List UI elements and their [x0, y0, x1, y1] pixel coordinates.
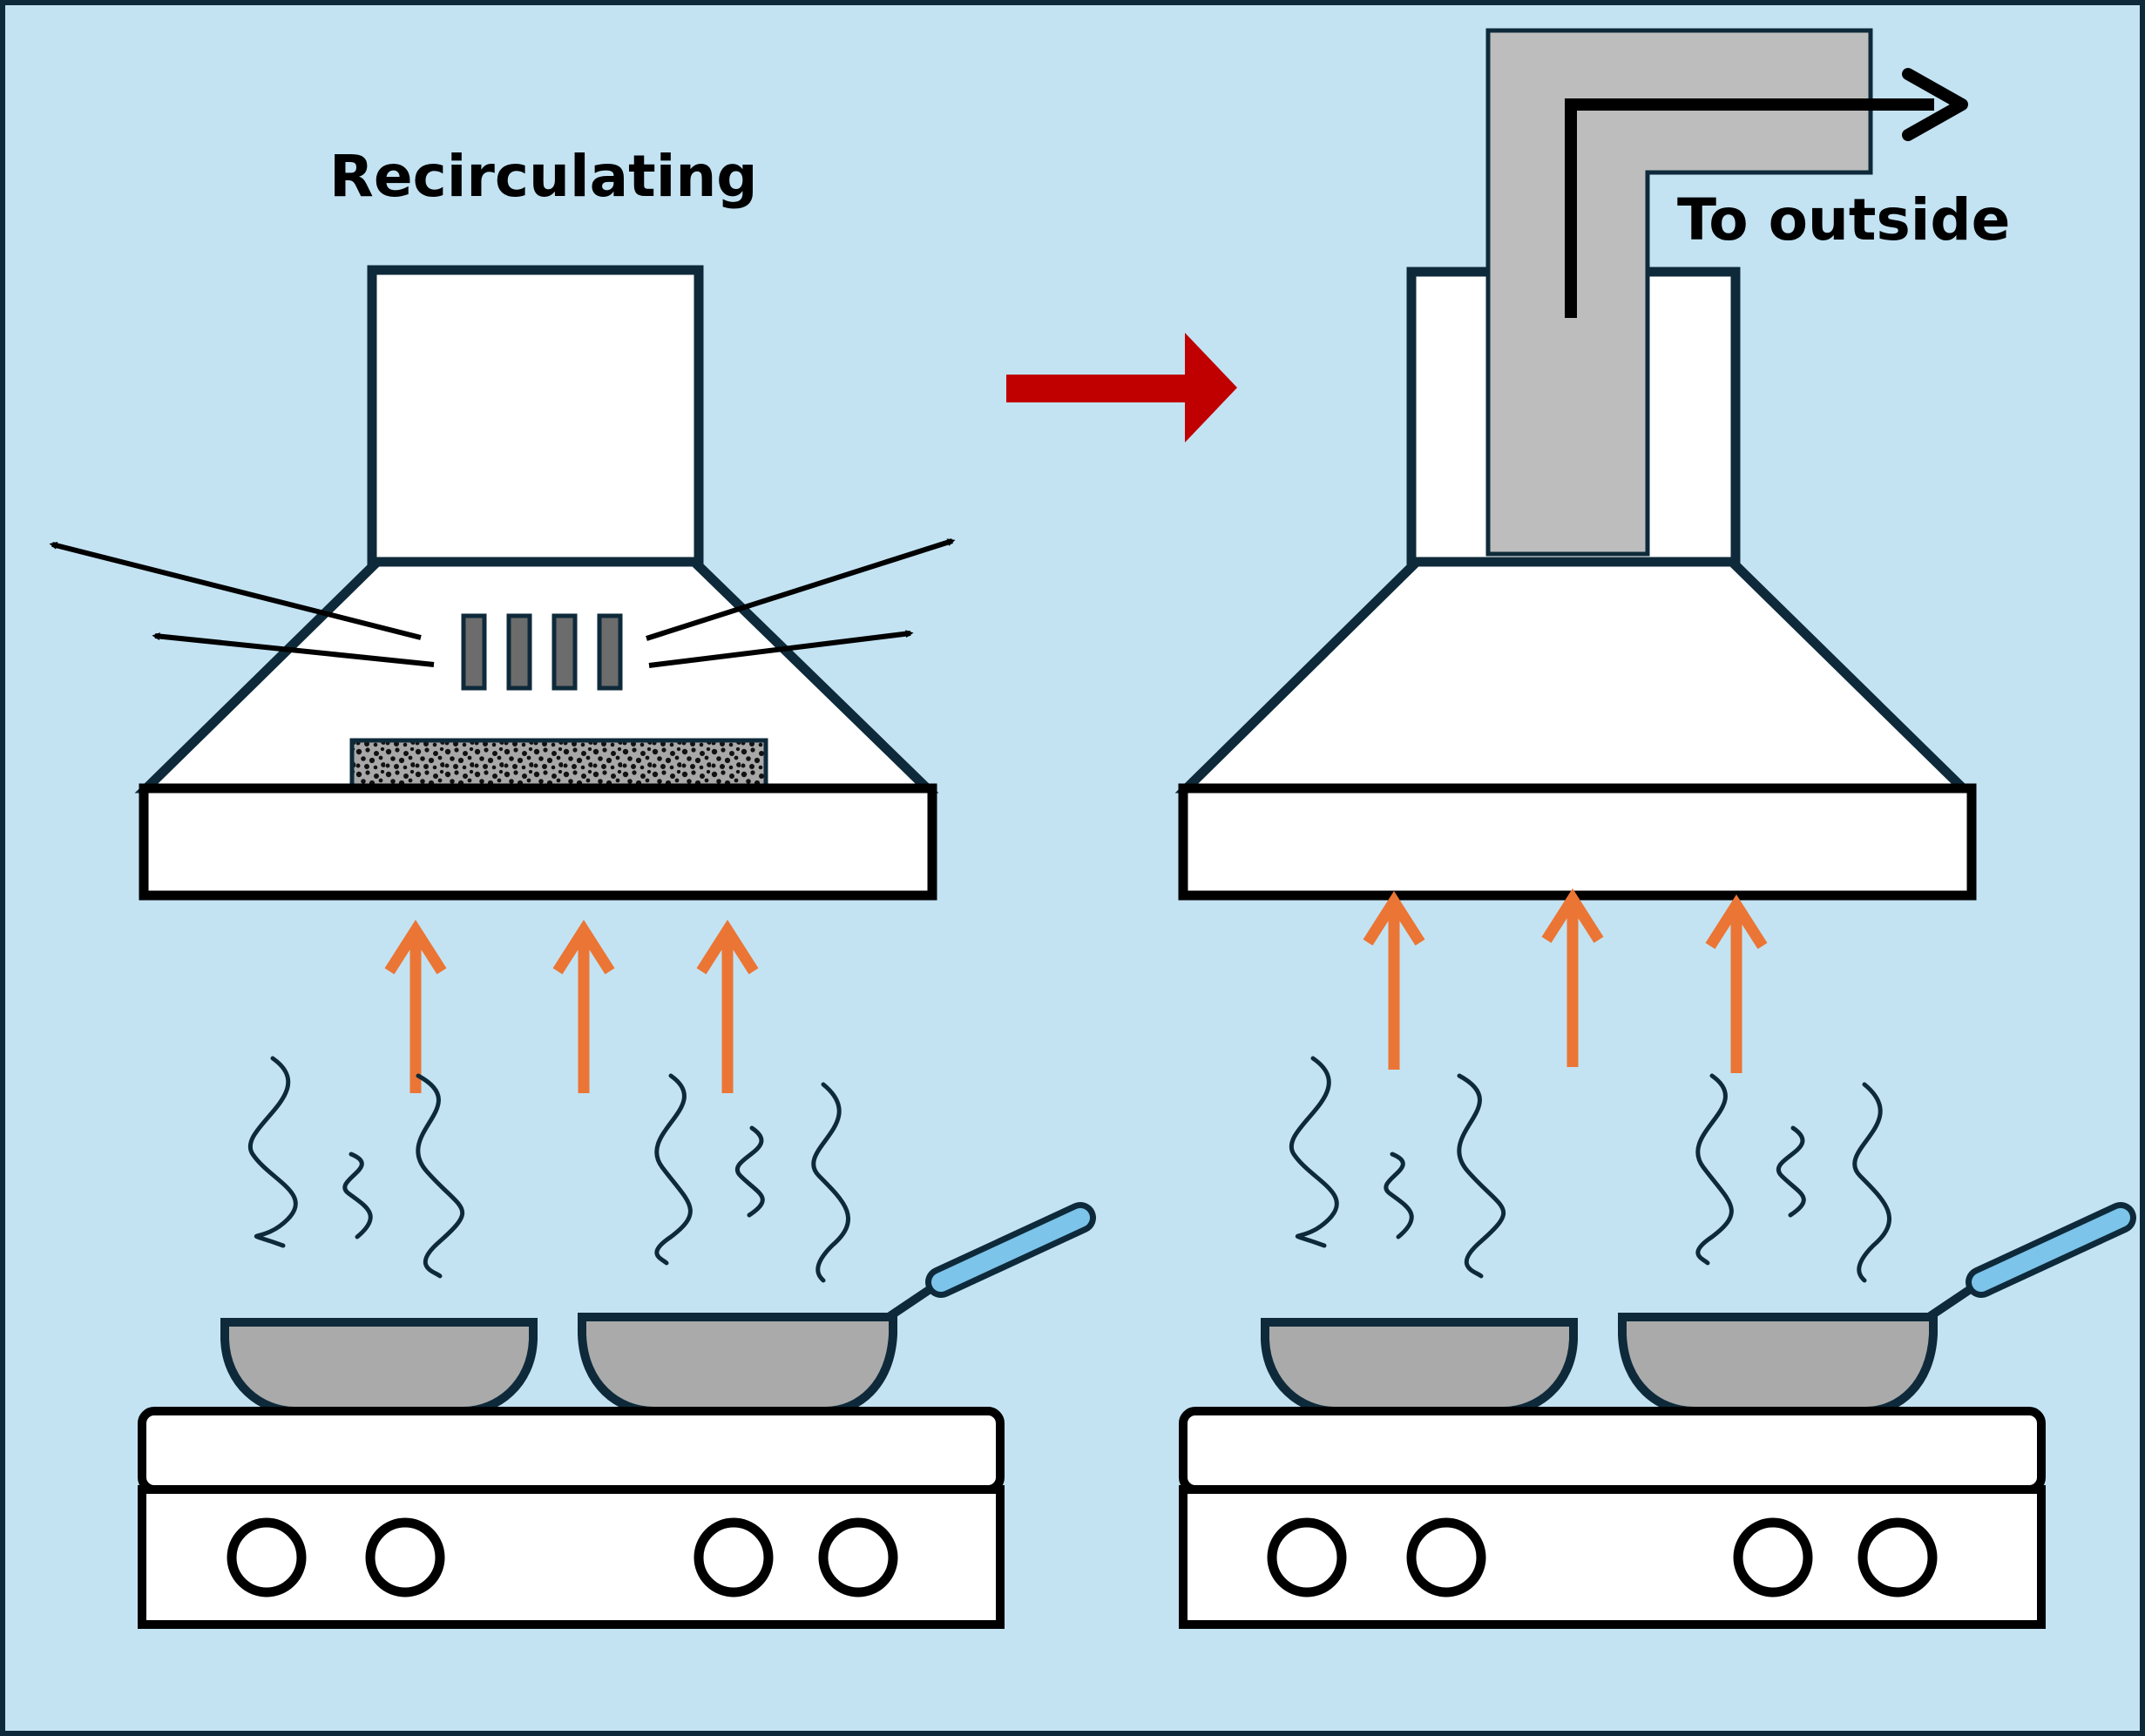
wavy-steam-icon [654, 1073, 693, 1266]
steam-right [1289, 1056, 1892, 1283]
vent-slots [461, 613, 623, 691]
recirculated-air-arrows [49, 538, 956, 668]
pan [220, 1318, 538, 1415]
stove-top [1179, 1407, 2046, 1494]
wavy-steam-icon [1695, 1073, 1734, 1266]
vent-slot [551, 613, 578, 691]
to-outside-label: To outside [1677, 186, 2010, 253]
wavy-steam-icon [1776, 1125, 1806, 1218]
recirculating-hood [49, 265, 956, 901]
up-arrow-icon [552, 919, 615, 1093]
black-arrow-icon-head [1902, 68, 1968, 141]
black-arrow-icon [646, 538, 956, 641]
wavy-steam-icon [1457, 1073, 1506, 1279]
pan-handle-grip [931, 1208, 1090, 1292]
stove-knob-icon[interactable] [227, 1517, 307, 1598]
right-arrow-icon [1006, 333, 1237, 442]
stove-knob-icon[interactable] [694, 1517, 774, 1598]
black-arrow-icon [152, 632, 435, 667]
pan [1261, 1318, 1578, 1415]
stove-knob-icon[interactable] [1733, 1517, 1813, 1598]
recirculating-label: Recirculating [329, 143, 758, 210]
right-stove [1179, 1202, 2136, 1629]
hood-base [1178, 783, 1977, 901]
up-arrow-icon [1705, 894, 1768, 1073]
wavy-steam-icon [811, 1082, 851, 1283]
up-arrow-icon [1363, 890, 1425, 1070]
black-arrow-icon [49, 541, 422, 640]
steam-left [248, 1056, 851, 1283]
stove-knob-icon[interactable] [1267, 1517, 1347, 1598]
vent-slot [506, 613, 532, 691]
wavy-steam-icon [1289, 1056, 1339, 1248]
wavy-steam-icon [248, 1056, 298, 1248]
pan [578, 1313, 897, 1415]
hood-chimney [367, 265, 704, 567]
black-arrow-icon [1565, 98, 1934, 318]
hood-base [139, 783, 937, 901]
wavy-steam-icon [416, 1073, 465, 1279]
stove-knob-icon[interactable] [1857, 1517, 1938, 1598]
heat-arrows-left [384, 919, 759, 1093]
vent-slot [597, 613, 623, 691]
wavy-steam-icon [1384, 1152, 1414, 1240]
up-arrow-icon [1541, 888, 1604, 1067]
wavy-steam-icon [1852, 1082, 1892, 1283]
stove-top [138, 1407, 1005, 1494]
up-arrow-icon [384, 919, 447, 1093]
wavy-steam-icon [342, 1152, 373, 1240]
stove-knob-icon[interactable] [365, 1517, 445, 1598]
ducted-hood [1174, 28, 1977, 901]
heat-arrows-right [1363, 888, 1768, 1073]
stove-knob-icon[interactable] [1406, 1517, 1486, 1598]
up-arrow-icon [696, 919, 759, 1093]
wavy-steam-icon [735, 1125, 765, 1218]
grease-filter [349, 738, 768, 788]
pan-handle-grip [1972, 1208, 2130, 1292]
pan [1618, 1313, 1938, 1415]
stove-knob-icon[interactable] [818, 1517, 898, 1598]
black-arrow-icon [648, 630, 914, 668]
exhaust-duct [1485, 28, 1873, 557]
vent-slot [461, 613, 487, 691]
left-stove [138, 1202, 1096, 1629]
